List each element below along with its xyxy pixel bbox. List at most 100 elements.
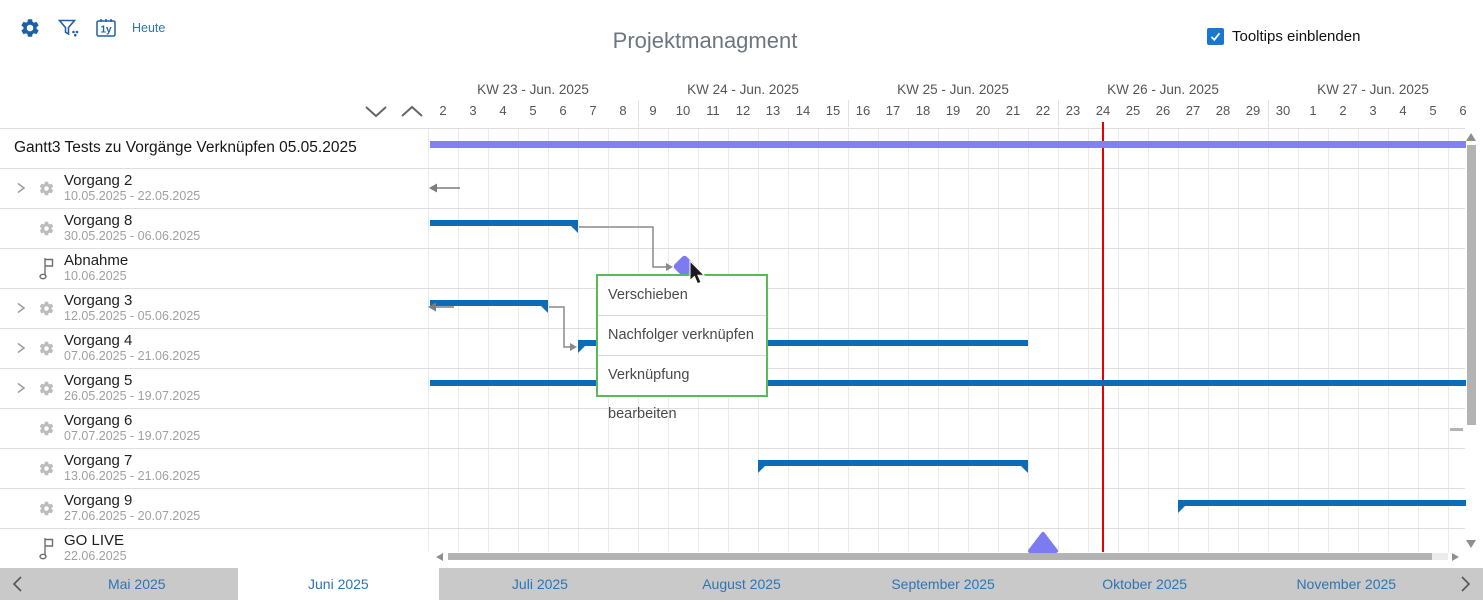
settings-gear-icon[interactable] [18, 16, 42, 40]
task-gear-icon[interactable] [34, 420, 58, 437]
chevron-up-icon[interactable] [399, 101, 425, 121]
task-name: Vorgang 3 [64, 292, 133, 310]
tab-mai-2025[interactable]: Mai 2025 [36, 568, 238, 600]
task-gear-icon[interactable] [34, 300, 58, 317]
task-gear-icon[interactable] [34, 180, 58, 197]
day-header-label: 17 [885, 103, 901, 118]
day-header-label: 1 [1309, 103, 1317, 118]
task-dates: 10.06.2025 [64, 269, 127, 284]
day-header-label: 18 [915, 103, 931, 118]
day-header-label: 28 [1215, 103, 1231, 118]
project-summary-bar[interactable] [430, 141, 1466, 148]
task-bar[interactable] [578, 340, 1028, 353]
context-menu-item[interactable]: Verknüpfung bearbeiten [598, 355, 766, 422]
day-header-label: 15 [825, 103, 841, 118]
day-header-label: 20 [975, 103, 991, 118]
task-dates: 22.06.2025 [64, 549, 127, 564]
tab-oktober-2025[interactable]: Oktober 2025 [1043, 568, 1246, 600]
milestone-flag-icon [34, 255, 58, 281]
vscrollbar-thumb[interactable] [1467, 145, 1476, 425]
task-row[interactable]: Gantt3 Tests zu Vorgänge Verknüpfen 05.0… [0, 128, 430, 168]
day-header-label: 12 [735, 103, 751, 118]
tab-juni-2025[interactable]: Juni 2025 [237, 568, 440, 600]
day-header-label: 9 [649, 103, 657, 118]
day-header-label: 7 [589, 103, 597, 118]
day-header-label: 21 [1005, 103, 1021, 118]
task-gear-icon[interactable] [34, 220, 58, 237]
expander-chevron-icon[interactable] [12, 381, 30, 395]
grid-hline [0, 528, 1465, 529]
task-gear-icon[interactable] [34, 380, 58, 397]
task-dates: 30.05.2025 - 06.06.2025 [64, 229, 201, 244]
vscroll-down-arrow-icon[interactable] [1466, 540, 1476, 548]
expander-chevron-icon[interactable] [12, 181, 30, 195]
day-header-label: 2 [439, 103, 447, 118]
task-gear-icon[interactable] [34, 340, 58, 357]
grid-vline [1058, 128, 1059, 552]
day-header-label: 3 [469, 103, 477, 118]
calendar-1y-icon[interactable]: 1y [94, 16, 118, 40]
context-menu-item[interactable]: Verschieben [598, 276, 766, 315]
task-dates: 12.05.2025 - 05.06.2025 [64, 309, 201, 324]
week-header-label: KW 25 - Jun. 2025 [897, 82, 1009, 97]
grid-vline [1118, 128, 1119, 552]
task-gear-icon[interactable] [34, 500, 58, 517]
grid-vline [1088, 128, 1089, 552]
project-title: Gantt3 Tests zu Vorgänge Verknüpfen 05.0… [14, 139, 357, 156]
day-header-label: 16 [855, 103, 871, 118]
task-name: Vorgang 9 [64, 492, 133, 510]
task-name: GO LIVE [64, 532, 125, 550]
task-dates: 26.05.2025 - 19.07.2025 [64, 389, 201, 404]
task-gear-icon[interactable] [34, 460, 58, 477]
context-menu-item[interactable]: Nachfolger verknüpfen [598, 315, 766, 355]
bar-start-notch [1178, 506, 1185, 513]
vscroll-up-arrow-icon[interactable] [1466, 133, 1476, 141]
tab-august-2025[interactable]: August 2025 [640, 568, 843, 600]
day-header-label: 5 [529, 103, 537, 118]
tab-november-2025[interactable]: November 2025 [1245, 568, 1448, 600]
task-bar[interactable] [430, 380, 1466, 386]
day-header-label: 8 [619, 103, 627, 118]
tab-september-2025[interactable]: September 2025 [842, 568, 1044, 600]
task-name: Vorgang 4 [64, 332, 133, 350]
grid-vline [1328, 128, 1329, 552]
filter-icon[interactable] [56, 16, 80, 40]
tab-juli-2025[interactable]: Juli 2025 [439, 568, 641, 600]
hscrollbar-thumb[interactable] [448, 553, 1432, 560]
day-header-label: 26 [1155, 103, 1171, 118]
grid-hline [0, 128, 1465, 129]
task-name: Vorgang 7 [64, 452, 133, 470]
expander-chevron-icon[interactable] [12, 301, 30, 315]
tooltips-toggle[interactable]: Tooltips einblenden [1207, 28, 1360, 45]
hscroll-right-arrow-icon[interactable] [1452, 552, 1459, 561]
expander-chevron-icon[interactable] [12, 341, 30, 355]
tooltips-checkbox[interactable] [1207, 28, 1224, 45]
day-header-label: 3 [1369, 103, 1377, 118]
task-bar[interactable] [758, 460, 1028, 473]
task-bar[interactable] [430, 300, 548, 313]
tab-prev-chevron[interactable] [0, 568, 36, 600]
hscroll-left-arrow-icon[interactable] [436, 552, 443, 561]
grid-vline [518, 128, 519, 552]
task-bar[interactable] [1178, 500, 1466, 513]
chevron-down-icon[interactable] [363, 101, 389, 121]
grid-vline [1208, 128, 1209, 552]
task-bar[interactable] [430, 220, 578, 233]
grid-vline [1238, 128, 1239, 552]
today-button[interactable]: Heute [132, 21, 166, 35]
tab-next-chevron[interactable] [1447, 568, 1483, 600]
